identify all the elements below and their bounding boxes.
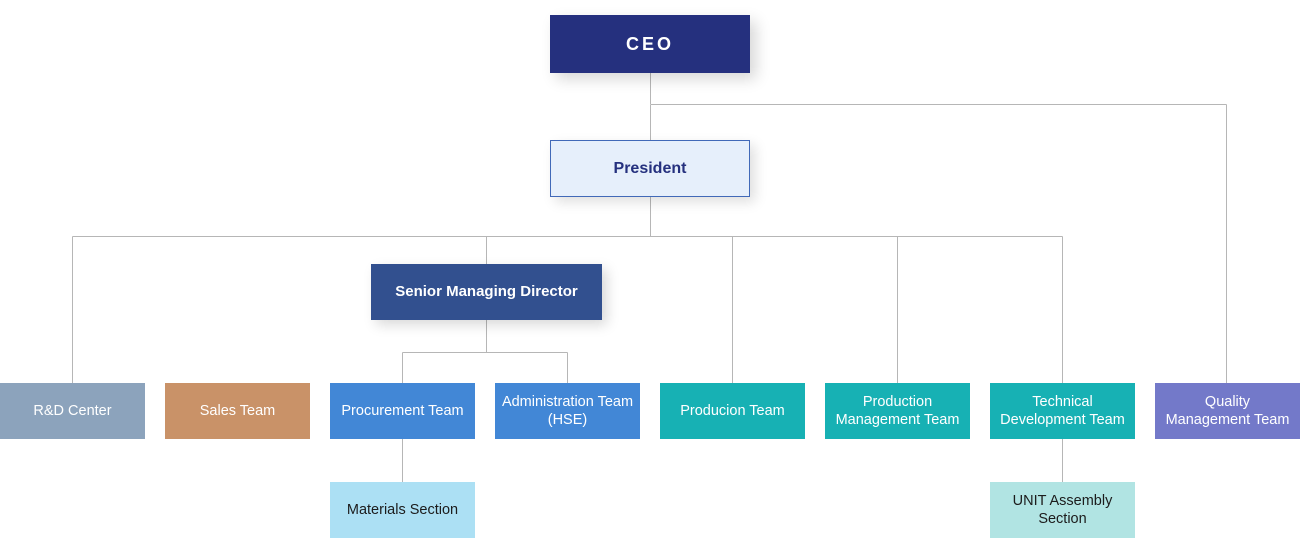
node-quality-management-team-label: Quality Management Team: [1165, 393, 1290, 428]
node-production-team[interactable]: Producion Team: [660, 383, 805, 439]
node-senior-managing-director-label: Senior Managing Director: [395, 282, 578, 300]
node-senior-managing-director[interactable]: Senior Managing Director: [371, 264, 602, 320]
node-quality-management-team[interactable]: Quality Management Team: [1155, 383, 1300, 439]
node-technical-development-team-label: Technical Development Team: [1000, 393, 1125, 428]
node-rnd-center-label: R&D Center: [33, 402, 112, 419]
node-president-label: President: [613, 159, 687, 177]
node-production-management-team[interactable]: Production Management Team: [825, 383, 970, 439]
node-materials-section-label: Materials Section: [346, 501, 459, 518]
node-sales-team-label: Sales Team: [199, 402, 276, 419]
node-president[interactable]: President: [550, 140, 750, 197]
node-procurement-team[interactable]: Procurement Team: [330, 383, 475, 439]
node-procurement-team-label: Procurement Team: [341, 402, 464, 419]
node-materials-section[interactable]: Materials Section: [330, 482, 475, 538]
node-unit-assembly-section-label: UNIT Assembly Section: [1012, 492, 1113, 527]
node-administration-team[interactable]: Administration Team (HSE): [495, 383, 640, 439]
node-rnd-center[interactable]: R&D Center: [0, 383, 145, 439]
node-administration-team-label: Administration Team (HSE): [501, 393, 634, 428]
node-production-team-label: Producion Team: [680, 402, 785, 419]
node-sales-team[interactable]: Sales Team: [165, 383, 310, 439]
node-production-management-team-label: Production Management Team: [835, 393, 960, 428]
node-unit-assembly-section[interactable]: UNIT Assembly Section: [990, 482, 1135, 538]
node-ceo[interactable]: CEO: [550, 15, 750, 73]
node-ceo-label: CEO: [625, 33, 674, 54]
node-technical-development-team[interactable]: Technical Development Team: [990, 383, 1135, 439]
